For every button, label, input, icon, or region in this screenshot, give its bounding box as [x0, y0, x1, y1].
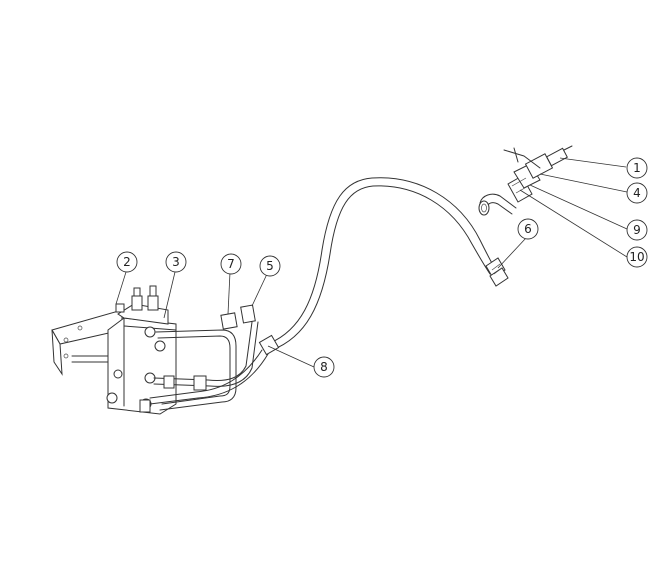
callout-3: 3	[165, 251, 187, 273]
fitting-6	[485, 257, 509, 287]
callout-7: 7	[220, 253, 242, 275]
callout-6: 6	[517, 218, 539, 240]
callout-9-label: 9	[633, 223, 641, 237]
callout-8-label: 8	[320, 360, 328, 374]
callout-7-label: 7	[227, 257, 235, 271]
callout-5-label: 5	[266, 259, 274, 273]
callout-3-label: 3	[172, 255, 180, 269]
callout-10-label: 10	[629, 250, 644, 264]
callout-1-label: 1	[633, 161, 641, 175]
elbow-assembly	[478, 145, 573, 216]
callout-4-label: 4	[633, 186, 641, 200]
valve-block-assembly	[51, 285, 280, 415]
callout-8: 8	[313, 356, 335, 378]
callout-10: 10	[626, 246, 648, 268]
long-hose	[269, 177, 497, 351]
callout-6-label: 6	[524, 222, 532, 236]
callout-2: 2	[116, 251, 138, 273]
callout-4: 4	[626, 182, 648, 204]
callout-5: 5	[259, 255, 281, 277]
callout-2-label: 2	[123, 255, 131, 269]
leader-lines	[115, 157, 628, 368]
callout-1: 1	[626, 157, 648, 179]
callout-9: 9	[626, 219, 648, 241]
